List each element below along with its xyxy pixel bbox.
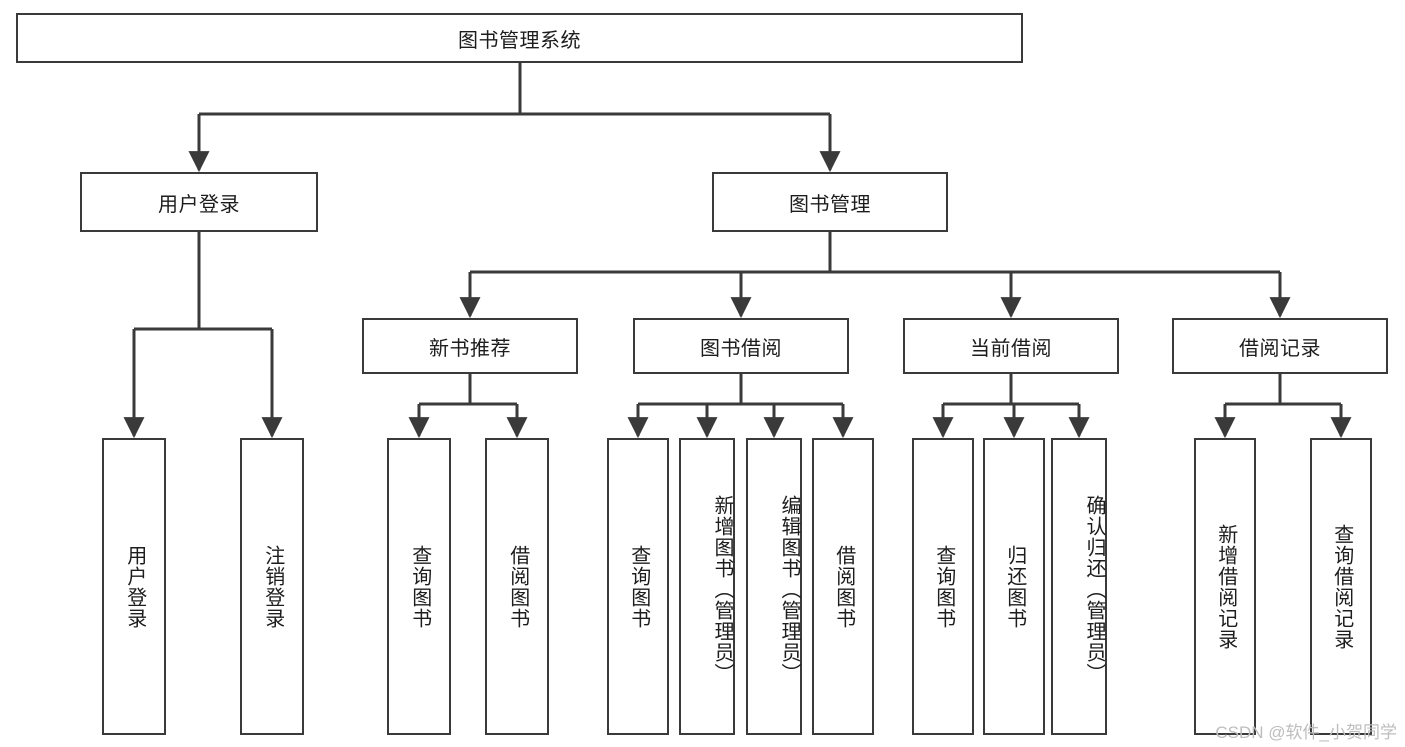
- node-current-borrow: 当前借阅: [903, 318, 1119, 374]
- node-label: 用户登录: [158, 193, 240, 216]
- node-borrow-record: 借阅记录: [1172, 318, 1388, 374]
- node-leaf-add-book: 新增图书（管理员）: [679, 438, 735, 735]
- node-label: 归还图书: [1003, 544, 1026, 629]
- node-label: 新增图书（管理员）: [711, 495, 733, 684]
- node-label: 当前借阅: [970, 337, 1052, 360]
- watermark-text: CSDN @软件_小贺同学: [1215, 723, 1397, 742]
- node-leaf-logout: 注销登录: [240, 438, 304, 735]
- node-new-book-recommend: 新书推荐: [362, 318, 578, 374]
- node-label: 图书管理: [789, 193, 871, 216]
- node-label: 借阅图书: [506, 544, 529, 629]
- node-label: 借阅记录: [1239, 337, 1321, 360]
- node-leaf-borrow-book-1: 借阅图书: [485, 438, 549, 735]
- node-leaf-query-book-2: 查询图书: [607, 438, 669, 735]
- node-leaf-edit-book: 编辑图书（管理员）: [746, 438, 802, 735]
- node-leaf-query-book-1: 查询图书: [387, 438, 451, 735]
- node-label: 确认归还（管理员）: [1083, 495, 1105, 684]
- node-label: 注销登录: [261, 544, 284, 629]
- node-user-login: 用户登录: [80, 172, 318, 232]
- node-root: 图书管理系统: [16, 13, 1023, 63]
- node-label: 用户登录: [123, 544, 146, 629]
- node-label: 图书管理系统: [458, 29, 581, 52]
- node-label: 查询图书: [408, 544, 431, 629]
- node-book-borrow: 图书借阅: [633, 318, 849, 374]
- node-book-manage: 图书管理: [712, 172, 948, 232]
- node-leaf-query-record: 查询借阅记录: [1310, 438, 1372, 735]
- node-leaf-query-book-3: 查询图书: [912, 438, 974, 735]
- node-label: 图书借阅: [700, 337, 782, 360]
- node-leaf-borrow-book-2: 借阅图书: [812, 438, 874, 735]
- node-leaf-return-book: 归还图书: [983, 438, 1045, 735]
- node-leaf-user-login: 用户登录: [102, 438, 166, 735]
- node-label: 新增借阅记录: [1214, 523, 1237, 650]
- node-leaf-add-record: 新增借阅记录: [1194, 438, 1256, 735]
- node-label: 查询图书: [932, 544, 955, 629]
- node-label: 查询借阅记录: [1330, 523, 1353, 650]
- node-label: 查询图书: [627, 544, 650, 629]
- node-label: 编辑图书（管理员）: [778, 495, 800, 684]
- node-leaf-confirm-return: 确认归还（管理员）: [1051, 438, 1107, 735]
- node-label: 新书推荐: [429, 337, 511, 360]
- node-label: 借阅图书: [832, 544, 855, 629]
